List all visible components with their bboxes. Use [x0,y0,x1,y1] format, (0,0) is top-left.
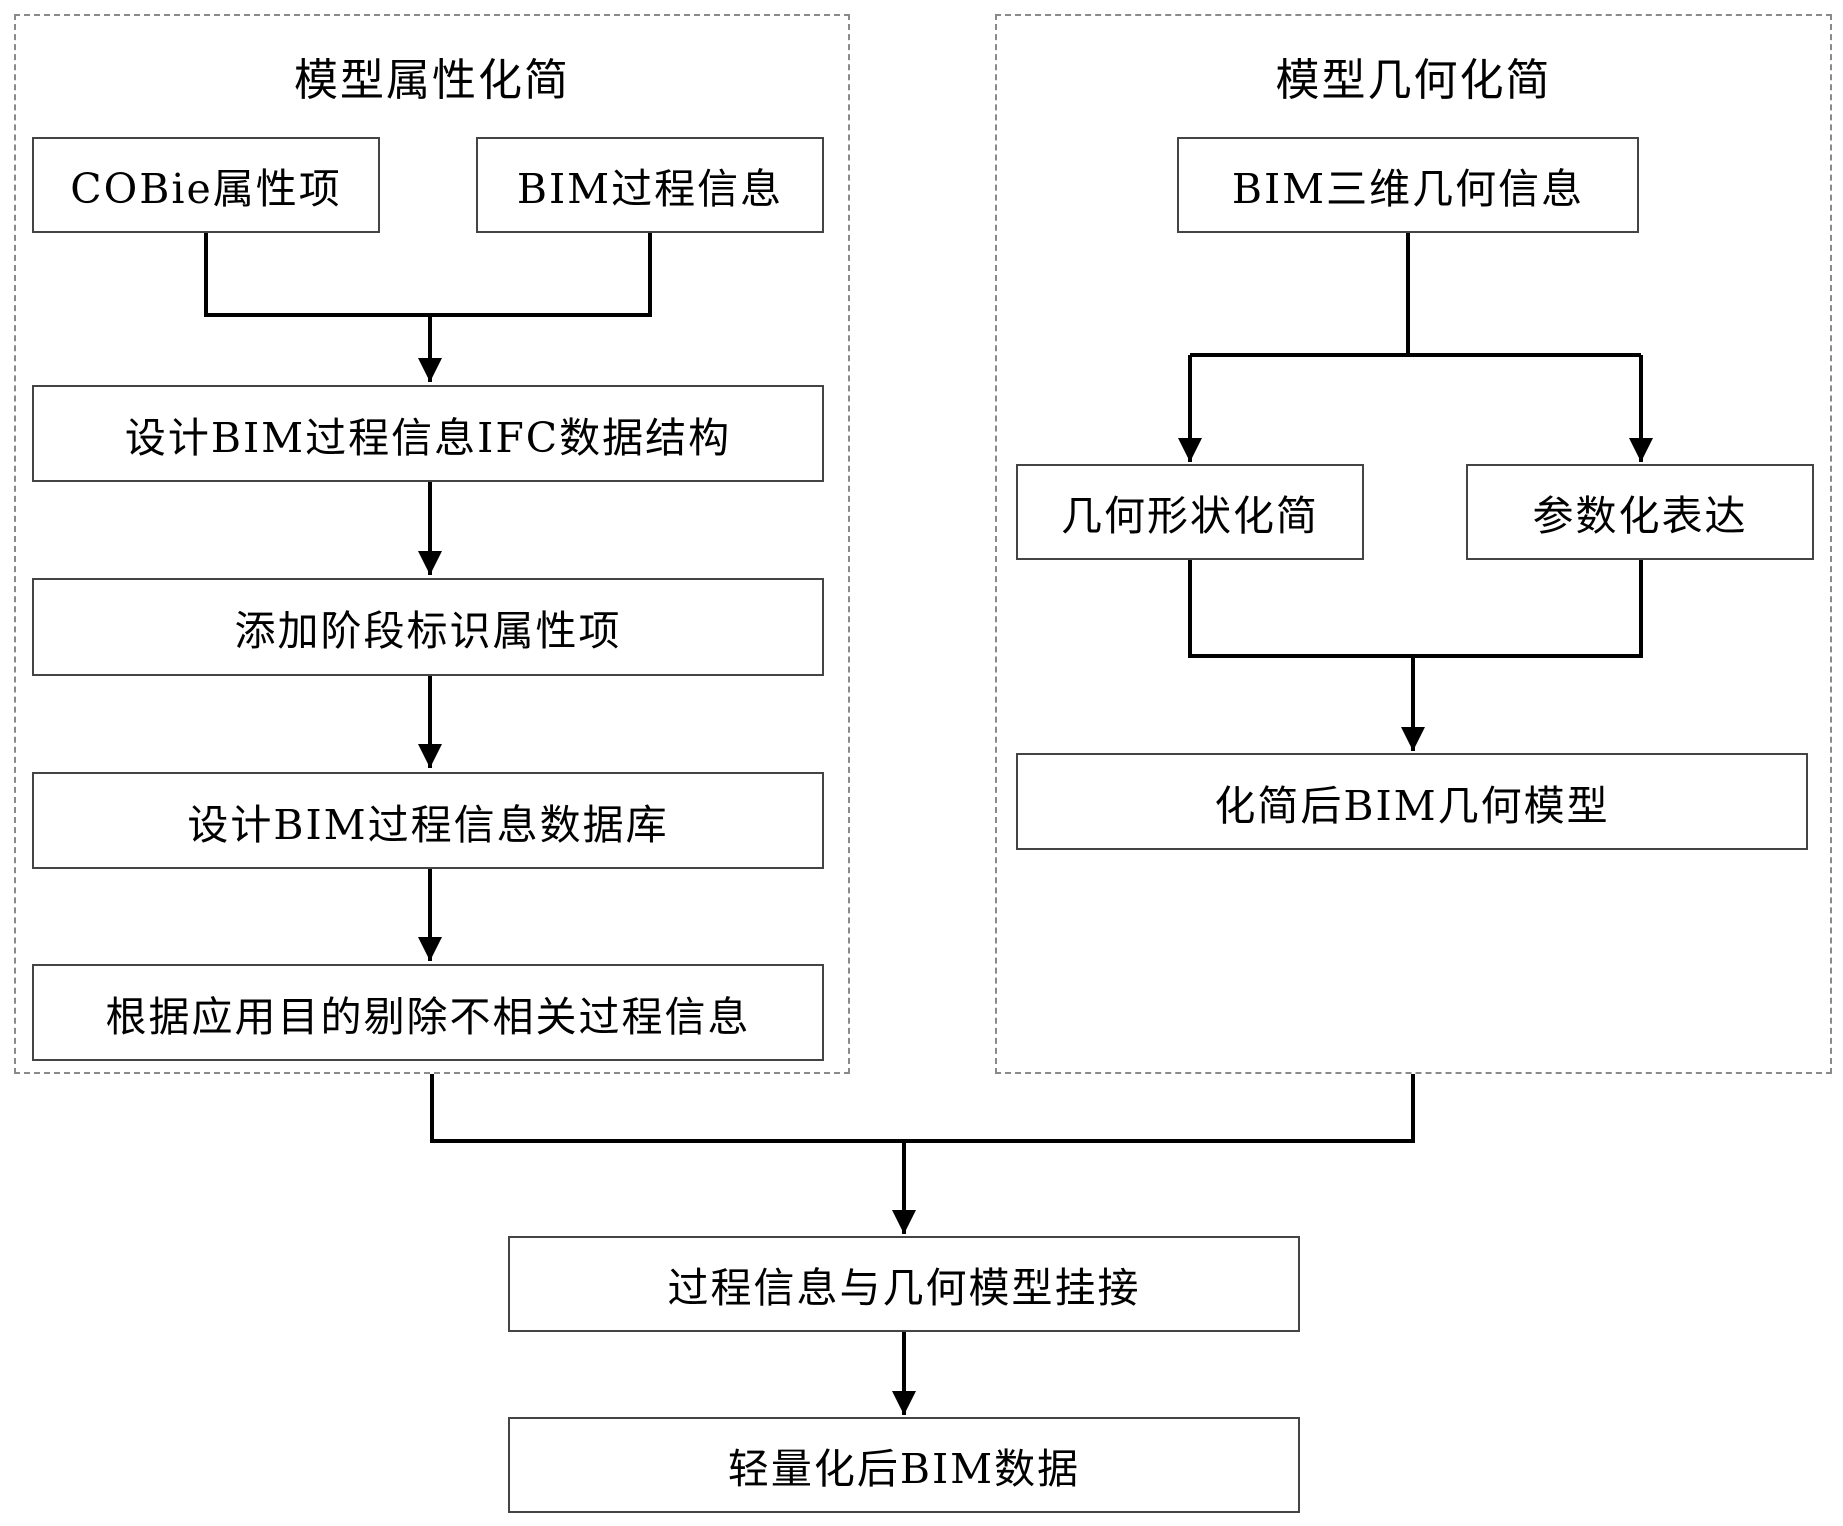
simplified-geometry-model-box: 化简后BIM几何模型 [1016,753,1808,850]
link-process-geometry-box: 过程信息与几何模型挂接 [508,1236,1300,1332]
bim-3d-geometry-box: BIM三维几何信息 [1177,137,1639,233]
ifc-structure-design-box: 设计BIM过程信息IFC数据结构 [32,385,824,482]
connector-right-merge [1190,560,1641,656]
connector-cobie-merge [206,233,650,315]
connector-groups-merge [432,1074,1413,1141]
shape-simplify-box: 几何形状化简 [1016,464,1364,560]
connector-bim3d-split [1190,233,1641,355]
database-design-box: 设计BIM过程信息数据库 [32,772,824,869]
cobie-attributes-box: COBie属性项 [32,137,380,233]
add-stage-attribute-box: 添加阶段标识属性项 [32,578,824,676]
bim-process-info-box: BIM过程信息 [476,137,824,233]
parametric-expression-box: 参数化表达 [1466,464,1814,560]
remove-irrelevant-info-box: 根据应用目的剔除不相关过程信息 [32,964,824,1061]
lightweight-bim-data-box: 轻量化后BIM数据 [508,1417,1300,1513]
